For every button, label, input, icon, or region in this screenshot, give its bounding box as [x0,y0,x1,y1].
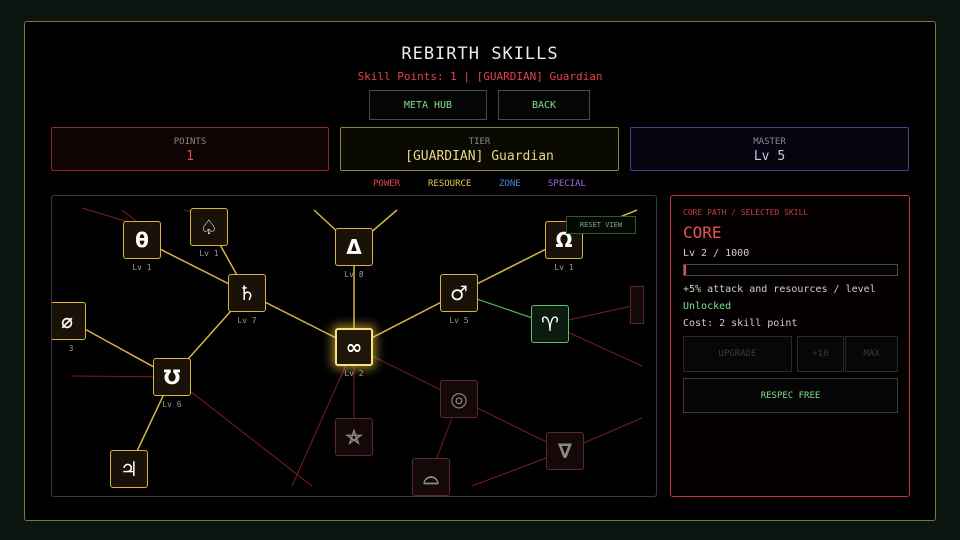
skill-points-subtitle: Skill Points: 1 | [GUARDIAN] Guardian [357,70,603,83]
master-label: MASTER [753,137,786,147]
points-value: 1 [186,149,194,164]
reset-view-button[interactable]: RESET VIEW [566,216,636,234]
skill-name: CORE [683,223,722,242]
skill-node-level: Lv 8 [344,270,364,279]
skill-tree-canvas[interactable]: θ Lv 1 ♤ Lv 1 Δ Lv 8 Ω Lv 1 ♄ Lv 7 ♂ Lv … [51,195,657,497]
skill-node-level: Lv 1 [132,263,152,272]
skill-node-delta[interactable]: Δ [335,228,373,266]
skill-node-core[interactable]: ∞ [335,328,373,366]
skill-status: Unlocked [683,301,732,312]
tier-value: [GUARDIAN] Guardian [405,149,554,164]
legend-power[interactable]: POWER [373,179,401,189]
skill-node-level: Lv 1 [199,249,219,258]
skill-node-mars[interactable]: ♂ [440,274,478,312]
skill-description: +5% attack and resources / level [683,284,876,295]
master-card: MASTER Lv 5 [630,127,909,171]
skill-node-saturn[interactable]: ♄ [228,274,266,312]
skill-node-level: Lv 6 [162,400,182,409]
skill-node-level: 3 [68,344,74,353]
skill-node-level: Lv 2 [344,369,364,378]
skill-node-star[interactable]: ⛤ [335,418,373,456]
skill-node-aries[interactable]: ♈ [531,305,569,343]
legend-resource[interactable]: RESOURCE [428,179,472,189]
meta-hub-button[interactable]: META HUB [369,90,487,120]
master-value: Lv 5 [753,149,786,164]
plus10-button[interactable]: +10 [797,336,844,372]
skill-progress-fill [684,265,687,275]
skill-detail-panel: CORE PATH / SELECTED SKILL CORE Lv 2 / 1… [670,195,910,497]
skill-node-left-edge[interactable]: ⌀ [52,302,86,340]
back-button[interactable]: BACK [498,90,590,120]
page-title: REBIRTH SKILLS [401,44,559,64]
skill-path-label: CORE PATH / SELECTED SKILL [683,208,809,217]
skill-node-theta[interactable]: θ [123,221,161,259]
points-label: POINTS [173,137,207,147]
legend-special[interactable]: SPECIAL [548,179,586,189]
skill-node-level: Lv 7 [237,316,257,325]
skill-node-level: Lv 5 [449,316,469,325]
upgrade-button[interactable]: UPGRADE [683,336,792,372]
skill-cost: Cost: 2 skill point [683,318,798,329]
tier-label: TIER [468,137,491,147]
skill-node-mho[interactable]: ℧ [153,358,191,396]
legend-zone[interactable]: ZONE [499,179,521,189]
skill-node-circle[interactable]: ◎ [440,380,478,418]
max-button[interactable]: MAX [845,336,898,372]
skill-node-nabla[interactable]: ∇ [546,432,584,470]
points-card: POINTS 1 [51,127,329,171]
skill-node-jupiter[interactable]: ♃ [110,450,148,488]
skill-node-offscreen[interactable] [630,286,644,324]
skill-node-dome[interactable]: ⌓ [412,458,450,496]
skill-node-heart[interactable]: ♤ [190,208,228,246]
skill-progress-bar [683,264,898,276]
tier-card: TIER [GUARDIAN] Guardian [340,127,619,171]
skill-node-level: Lv 1 [554,263,574,272]
respec-button[interactable]: RESPEC FREE [683,378,898,413]
skill-level: Lv 2 / 1000 [683,248,750,259]
